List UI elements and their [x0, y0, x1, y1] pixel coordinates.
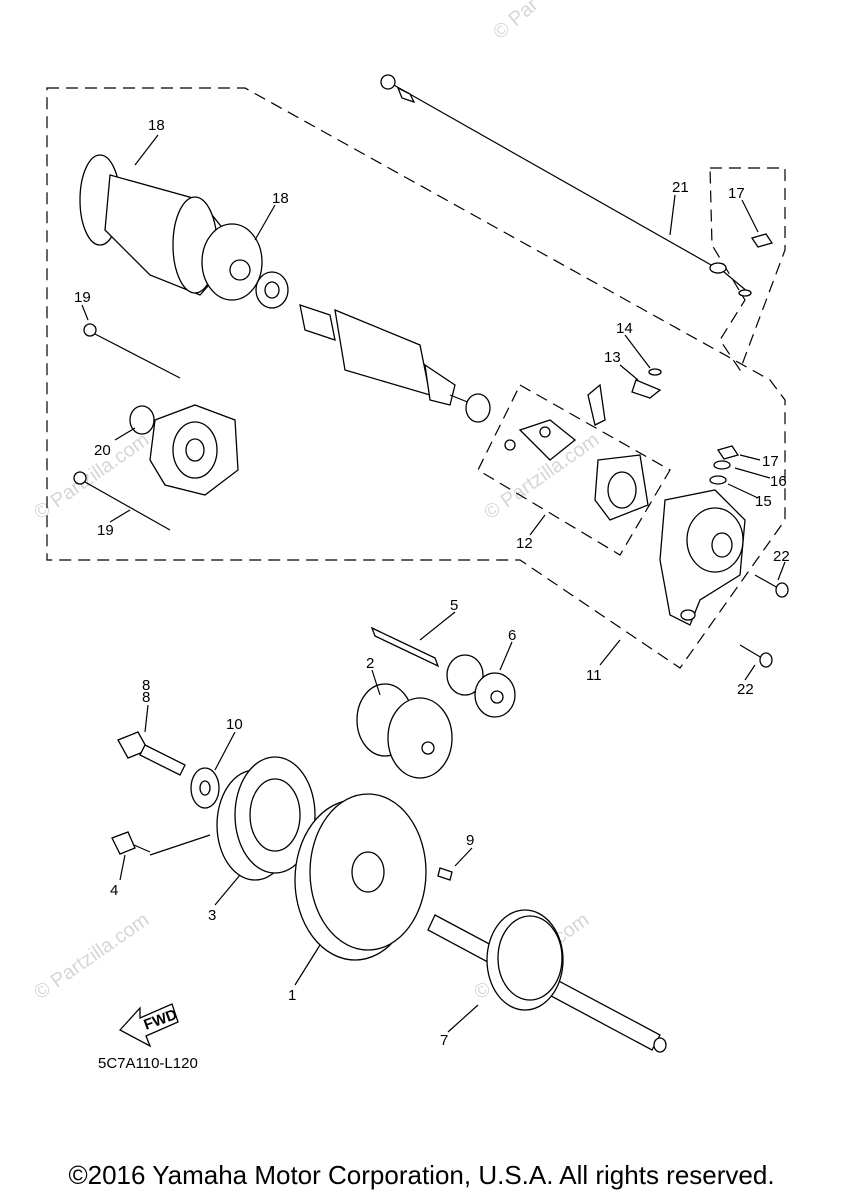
washer-part-16 [713, 460, 731, 470]
callout-8-top: 8 [142, 677, 150, 694]
callout-17-upper: 17 [728, 185, 745, 202]
callout-14: 14 [616, 320, 633, 337]
watermark-left-bottom: © Partzilla.com [30, 909, 153, 1004]
callout-12: 12 [516, 535, 533, 552]
idler-gear-part-2 [356, 683, 453, 779]
callout-10: 10 [226, 716, 243, 733]
callout-4: 4 [110, 882, 118, 899]
starter-clutch-part-3 [216, 756, 316, 881]
lead-wire-part-21 [380, 74, 752, 297]
shaft-part-7 [427, 909, 667, 1053]
callout-8-bottom: 8 [142, 689, 150, 706]
bolt-part-22-upper [754, 574, 789, 598]
callout-1: 1 [288, 987, 296, 1004]
callout-9: 9 [466, 832, 474, 849]
o-ring-part-20 [129, 405, 155, 435]
callout-18-top: 18 [148, 117, 165, 134]
brush-holder-part-12 [504, 419, 649, 521]
callout-7: 7 [440, 1032, 448, 1049]
yoke-part-18 [79, 154, 263, 301]
fwd-arrow-icon: FWD [118, 1003, 180, 1048]
callout-18-right: 18 [272, 190, 289, 207]
callout-2: 2 [366, 655, 374, 672]
diagram-code: 5C7A110-L120 [98, 1055, 198, 1072]
bearing [255, 271, 289, 309]
gear-part-6 [446, 654, 516, 718]
brush-holder-group-boundary [477, 384, 671, 556]
terminal-part-13 [587, 379, 662, 426]
callout-5: 5 [450, 597, 458, 614]
through-bolt-lower-part-19 [73, 471, 171, 531]
upper-right-group-boundary [709, 167, 786, 372]
callout-20: 20 [94, 442, 111, 459]
callout-16: 16 [770, 473, 787, 490]
bolt-part-22-lower [739, 644, 773, 668]
copyright-notice: ©2016 Yamaha Motor Corporation, U.S.A. A… [68, 1160, 775, 1190]
starter-wheel-gear-part-1 [294, 793, 427, 961]
callout-21: 21 [672, 179, 689, 196]
through-bolt-upper-part-19 [83, 323, 181, 379]
washer-part-14 [648, 368, 662, 376]
callout-19-lower: 19 [97, 522, 114, 539]
bolt-part-8 [117, 731, 186, 776]
armature [299, 304, 476, 406]
bolt-part-4 [111, 831, 211, 856]
leader-lines [81, 134, 786, 1033]
front-cover [149, 404, 239, 496]
nut-part-17-upper [750, 233, 774, 248]
nut-part-17-lower [716, 445, 740, 460]
callout-19-upper: 19 [74, 289, 91, 306]
washer-part-15 [709, 475, 727, 485]
watermark-top: © Par [489, 0, 543, 44]
callout-3: 3 [208, 907, 216, 924]
callout-11: 11 [586, 667, 602, 684]
callout-13: 13 [604, 349, 621, 366]
washer-part-10 [190, 767, 220, 809]
callout-15: 15 [755, 493, 772, 510]
callout-6: 6 [508, 627, 516, 644]
bushing [465, 393, 491, 423]
rear-cover [659, 489, 746, 626]
callout-22-upper: 22 [773, 548, 790, 565]
callout-22-lower: 22 [737, 681, 754, 698]
shaft-part-5 [370, 626, 440, 668]
key-part-9 [437, 867, 453, 881]
callout-17-lower: 17 [762, 453, 779, 470]
